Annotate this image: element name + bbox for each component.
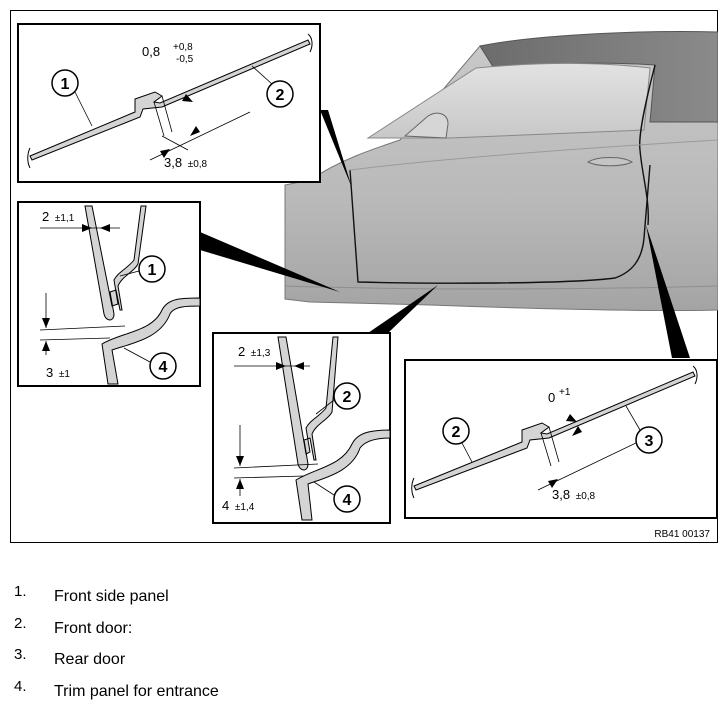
- trim-panel-profile: [101, 297, 201, 385]
- legend-text: Trim panel for entrance: [54, 682, 219, 700]
- inset-sill-front: 1 4 2 ±1,1 3 ±1: [17, 201, 201, 387]
- svg-text:3 ±1: 3 ±1: [46, 365, 70, 380]
- callout-1: 1: [51, 69, 93, 127]
- pointer-wedge-sill-rear: [368, 285, 438, 333]
- legend-number: 1.: [14, 583, 27, 600]
- flush-rear-value: 3,8: [552, 487, 570, 502]
- panel-profile: [29, 39, 311, 161]
- svg-text:2: 2: [343, 389, 352, 406]
- sill-rear-gap-value: 2: [238, 344, 245, 359]
- callout-2: 2: [315, 382, 361, 415]
- callout-2: 2: [442, 417, 473, 463]
- technical-diagram: 1 2 0,8 +0,8 -0,5 3,8 ±0,8: [10, 10, 718, 543]
- gap-rear-value: 0: [548, 390, 555, 405]
- legend-list: 1. Front side panel 2. Front door: 3. Re…: [14, 583, 714, 709]
- sill-front-height-value: 3: [46, 365, 53, 380]
- svg-text:3,8 ±0,8: 3,8 ±0,8: [552, 487, 596, 502]
- callout-1: 1: [119, 255, 166, 283]
- figure-code: RB41 00137: [654, 529, 710, 540]
- legend-number: 4.: [14, 677, 27, 695]
- sill-front-gap-tol: ±1,1: [55, 213, 75, 224]
- callout-4: 4: [123, 347, 177, 380]
- gap-front-tol-upper: +0,8: [173, 42, 193, 53]
- gap-front-value: 0,8: [142, 44, 160, 59]
- legend-item: 3. Rear door: [14, 646, 714, 678]
- svg-text:2 ±1,1: 2 ±1,1: [42, 209, 75, 224]
- sill-front-gap-value: 2: [42, 209, 49, 224]
- legend-item: 1. Front side panel: [14, 583, 714, 615]
- gap-rear-tol: +1: [559, 387, 571, 398]
- flush-rear-tol: ±0,8: [576, 491, 596, 502]
- legend-text: Front door:: [54, 619, 133, 637]
- car-side-illustration: [284, 31, 718, 312]
- door-handle: [586, 157, 634, 167]
- legend-number: 3.: [14, 646, 27, 663]
- legend-text: Front side panel: [54, 588, 169, 605]
- svg-text:2 ±1,3: 2 ±1,3: [238, 344, 271, 359]
- shoulder-line: [349, 139, 718, 171]
- legend-item: 4. Trim panel for entrance: [14, 678, 714, 710]
- svg-text:1: 1: [61, 76, 70, 93]
- panel-profile: [413, 371, 696, 491]
- rear-door-edge: [638, 64, 656, 226]
- sill-line: [284, 285, 718, 290]
- svg-text:4: 4: [159, 359, 168, 376]
- panel-1-profile: [84, 205, 147, 321]
- callout-3: 3: [625, 405, 663, 454]
- sill-rear-height-tol: ±1,4: [235, 502, 255, 513]
- legend-item: 2. Front door:: [14, 615, 714, 647]
- svg-text:1: 1: [148, 262, 157, 279]
- svg-text:4: 4: [343, 492, 352, 509]
- pointer-wedge-sill-front: [200, 232, 340, 292]
- legend-text: Rear door: [54, 651, 126, 668]
- svg-text:4 ±1,4: 4 ±1,4: [222, 498, 255, 513]
- flush-front-tol: ±0,8: [188, 159, 208, 170]
- inset-rear-gap: 2 3 0 +1 3,8 ±0,8: [404, 359, 718, 519]
- callout-4: 4: [313, 481, 361, 513]
- sill-rear-height-value: 4: [222, 498, 229, 513]
- side-mirror: [403, 112, 449, 139]
- svg-text:2: 2: [276, 87, 285, 104]
- svg-text:3,8 ±0,8: 3,8 ±0,8: [164, 155, 208, 170]
- callout-2: 2: [251, 65, 294, 108]
- legend-number: 2.: [14, 614, 27, 632]
- trim-panel-profile: [295, 429, 391, 521]
- flush-front-value: 3,8: [164, 155, 182, 170]
- inset-sill-rear: 2 4 2 ±1,3 4 ±1,4: [212, 332, 391, 524]
- gap-front-tol-lower: -0,5: [176, 54, 194, 65]
- front-door-outline: [349, 164, 651, 284]
- pointer-wedge-rear-door: [646, 225, 690, 358]
- inset-front-gap: 1 2 0,8 +0,8 -0,5 3,8 ±0,8: [17, 23, 321, 183]
- svg-text:3: 3: [645, 433, 654, 450]
- sill-front-height-tol: ±1: [59, 369, 70, 380]
- pointer-wedge-top-left: [320, 110, 352, 188]
- sill-rear-gap-tol: ±1,3: [251, 348, 271, 359]
- svg-text:0,8: 0,8: [142, 44, 160, 59]
- svg-text:0: 0: [548, 390, 555, 405]
- panel-2-profile: [277, 336, 339, 471]
- svg-text:2: 2: [452, 424, 461, 441]
